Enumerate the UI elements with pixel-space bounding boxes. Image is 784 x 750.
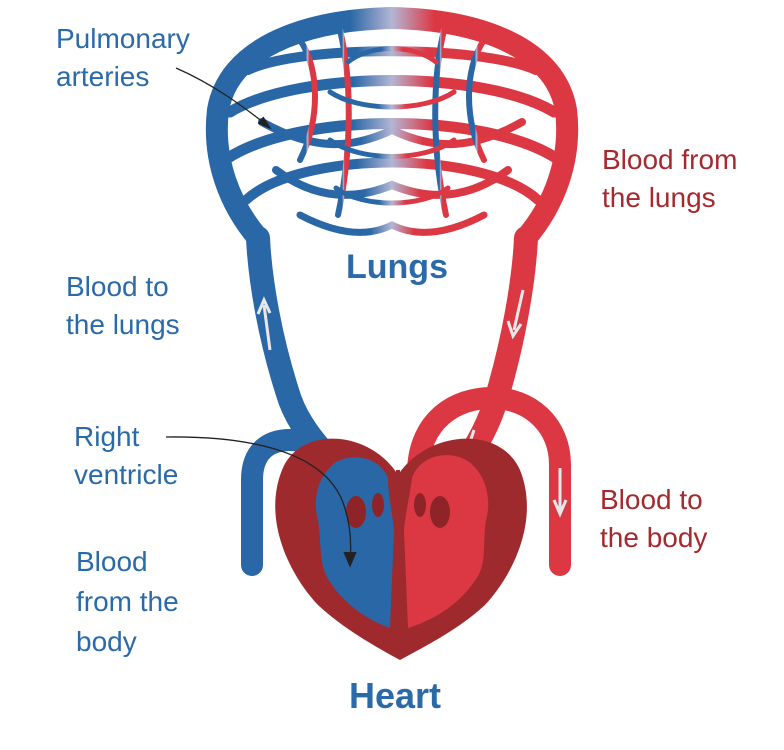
label-line: Blood to	[66, 271, 169, 302]
heart	[275, 438, 527, 660]
label-line: Blood	[76, 546, 148, 577]
label-line: Right	[74, 421, 140, 452]
pointer-right-ventricle	[165, 436, 357, 568]
label-line: body	[76, 626, 137, 657]
lung-vessel-network	[205, 6, 579, 249]
label-blood-from-lungs: Blood from the lungs	[602, 141, 737, 217]
label-line: ventricle	[74, 459, 179, 490]
arrow-up-to-lungs	[256, 296, 272, 351]
label-line: Pulmonary	[56, 23, 190, 54]
valves	[346, 493, 450, 528]
pointer-pulmonary-arteries	[175, 67, 272, 130]
arrow-to-body	[552, 468, 568, 518]
label-pulmonary-arteries: Pulmonary arteries	[56, 20, 190, 96]
label-line: Blood from	[602, 144, 738, 175]
label-blood-from-body: Blood from the body	[76, 542, 179, 662]
label-blood-to-body: Blood to the body	[600, 481, 707, 557]
label-line: the lungs	[602, 182, 716, 213]
label-line: from the	[76, 586, 179, 617]
pointer-lines	[165, 67, 357, 568]
label-right-ventricle: Right ventricle	[74, 418, 178, 494]
label-heart: Heart	[349, 675, 442, 716]
left-heart-chambers	[404, 455, 489, 628]
arrow-down-from-lungs	[506, 289, 525, 340]
label-blood-to-lungs: Blood to the lungs	[66, 268, 180, 344]
label-lungs: Lungs	[346, 248, 448, 286]
label-line: the lungs	[66, 309, 180, 340]
label-line: Blood to	[600, 484, 703, 515]
heart-outer	[275, 438, 527, 660]
label-line: arteries	[56, 61, 150, 92]
aorta	[407, 386, 571, 576]
label-line: the body	[600, 522, 708, 553]
